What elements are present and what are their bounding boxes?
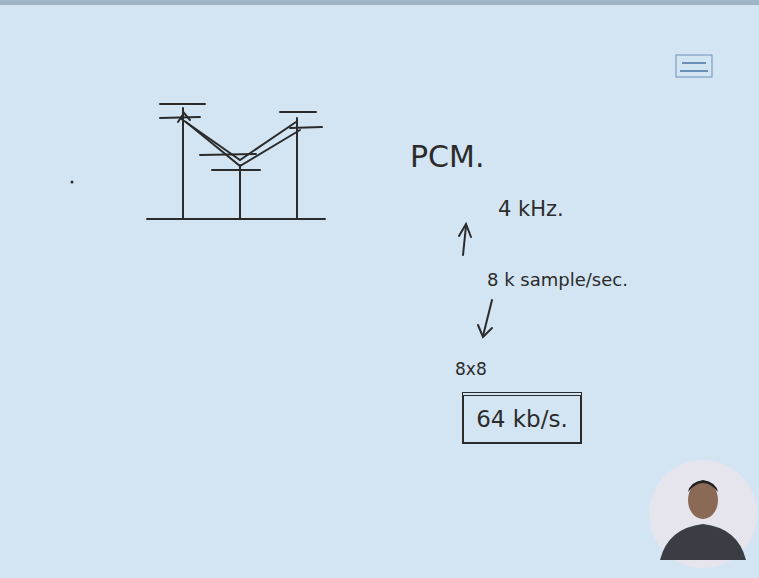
dot (71, 181, 74, 184)
box-text: 64 kb/s. (476, 406, 568, 432)
handwritten-note: 4 kHz. (498, 198, 564, 221)
result-box: 64 kb/s. (462, 392, 582, 444)
handwritten-note: 8x8 (455, 360, 487, 379)
sampled-waveform (147, 104, 325, 219)
handwritten-note: PCM. (410, 140, 484, 173)
presenter-inset (649, 460, 757, 568)
logo (676, 55, 712, 77)
handwritten-note: 8 k sample/sec. (487, 270, 628, 290)
top-bar (0, 0, 759, 5)
